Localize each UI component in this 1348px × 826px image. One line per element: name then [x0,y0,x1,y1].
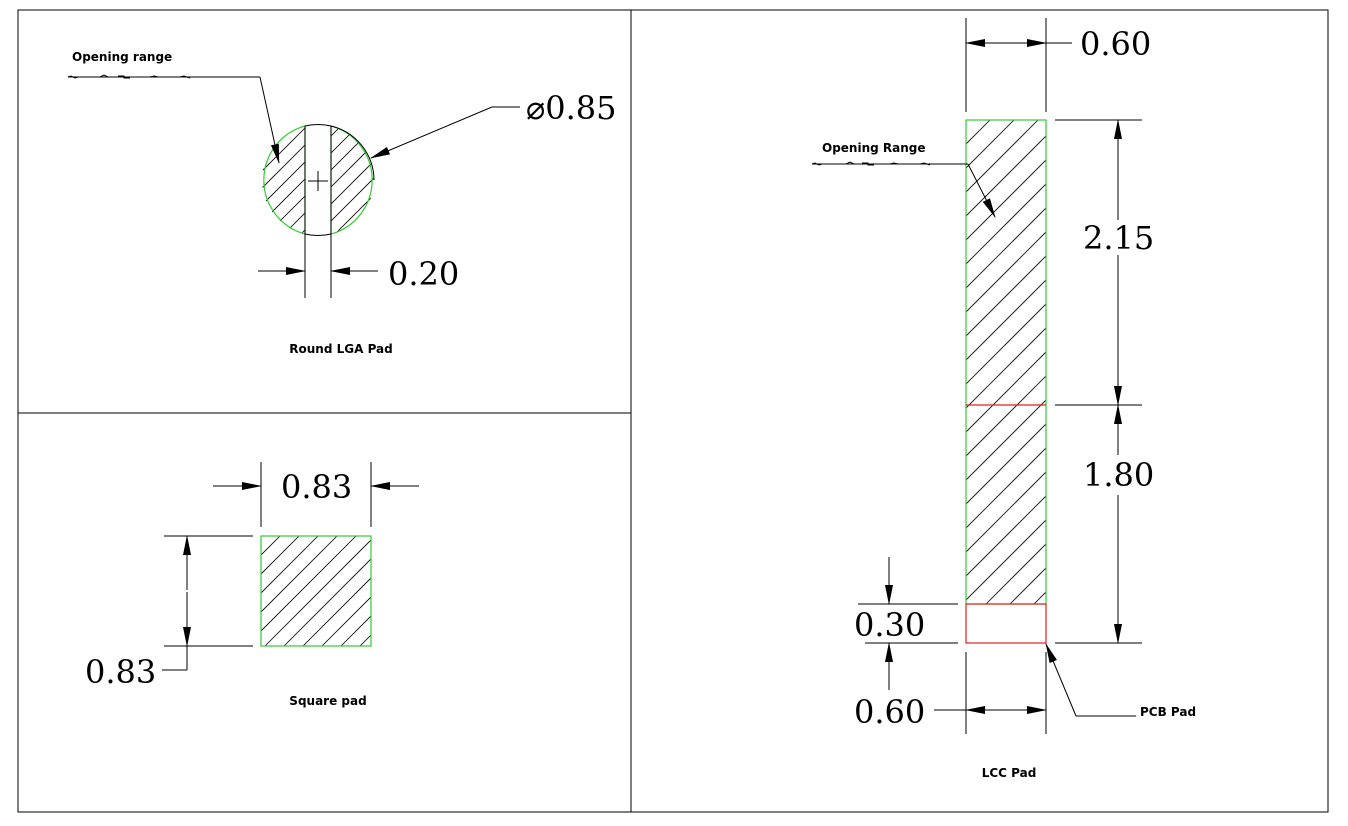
hatch-line [382,122,498,238]
square-pad-figure [162,462,584,671]
hatch-line [347,124,374,236]
hatch-line [966,351,1046,433]
lcc-pad-mid-length: 1.80 [1083,456,1154,494]
hatch-line [359,634,371,646]
hatch-line [302,577,371,646]
hatch-line [450,122,566,238]
hatch-line [1106,120,1348,604]
hatch-line [484,122,600,238]
round-pad-diameter: ⌀0.85 [526,89,617,127]
hatch-line [1298,120,1348,604]
hatch-line [1130,120,1348,604]
hatch-line [321,596,371,646]
hatch-line [1154,120,1348,604]
hatch-line [966,303,1046,385]
hatch-line [966,120,967,121]
hatch-line [966,495,1046,577]
hatch-line [264,539,371,646]
hatch-line [966,183,1046,265]
hatch-line [1274,120,1348,604]
lcc-pad-figure [811,18,1348,734]
hatch-line [1058,120,1348,604]
hatch-line [261,536,338,613]
hatch-line [398,536,508,646]
hatch-line [261,536,300,575]
hatch-line [966,399,1046,481]
hatch-line [261,536,262,537]
hatch-line [966,423,1046,505]
hatch-line [1322,120,1348,604]
hatch-line [262,124,312,236]
panel-frame [17,9,1329,813]
lcc-pad-pcb-label: PCB Pad [1140,705,1196,719]
hatch-line [455,536,565,646]
hatch-line [1202,120,1348,604]
hatch-line [966,519,1046,601]
hatch-line [261,536,357,632]
square-pad-width: 0.83 [281,468,352,506]
lcc-pad-width-bottom: 0.60 [854,693,925,731]
hatch-line [262,124,278,236]
hatch-line [966,159,1046,241]
hatch-line [1178,120,1348,604]
hatch-line [261,536,319,594]
hatch-line [1009,567,1046,604]
hatch-line [364,124,374,236]
hatch-line [966,231,1046,313]
hatch-line [1226,120,1348,604]
hatch-line [966,255,1046,337]
square-pad-title: Square pad [289,694,366,708]
lcc-pad-leader-label: Opening Range [822,141,926,155]
hatch-line [330,124,374,236]
hatch-line [966,279,1046,361]
square-pad-hatch [261,536,584,646]
hatch-line [966,447,1046,529]
hatch-line [966,135,1046,217]
hatch-line [340,615,371,646]
lcc-pad-title: LCC Pad [982,766,1037,780]
round-pad-figure [67,74,600,298]
hatch-line [262,124,295,236]
square-pad-height: 0.83 [85,653,156,691]
hatch-line [417,536,527,646]
hatch-line [1250,120,1348,604]
round-pad-title: Round LGA Pad [289,342,392,356]
hatch-line [279,124,374,236]
hatch-line [966,120,991,145]
hatch-line [261,536,281,556]
hatch-line [966,471,1046,553]
hatch-line [985,543,1046,604]
hatch-line [1033,591,1046,604]
hatch-line [1082,120,1348,604]
lcc-pad-width-top: 0.60 [1080,25,1151,63]
hatch-line [474,536,584,646]
hatch-line [416,122,532,238]
hatch-line [467,122,583,238]
hatch-line [966,327,1046,409]
round-pad-leader-label: Opening range [72,50,172,64]
hatch-line [379,536,489,646]
hatch-line [966,207,1046,289]
lcc-pad-hatch [966,120,1348,604]
hatch-line [436,536,546,646]
hatch-line [144,122,260,238]
lcc-pad-extension: 0.30 [854,606,925,644]
round-pad-gap: 0.20 [388,255,459,293]
hatch-line [966,375,1046,457]
hatch-line [433,122,549,238]
lcc-pad-opening-length: 2.15 [1083,219,1154,257]
hatch-line [966,120,1015,169]
hatch-line [283,558,371,646]
